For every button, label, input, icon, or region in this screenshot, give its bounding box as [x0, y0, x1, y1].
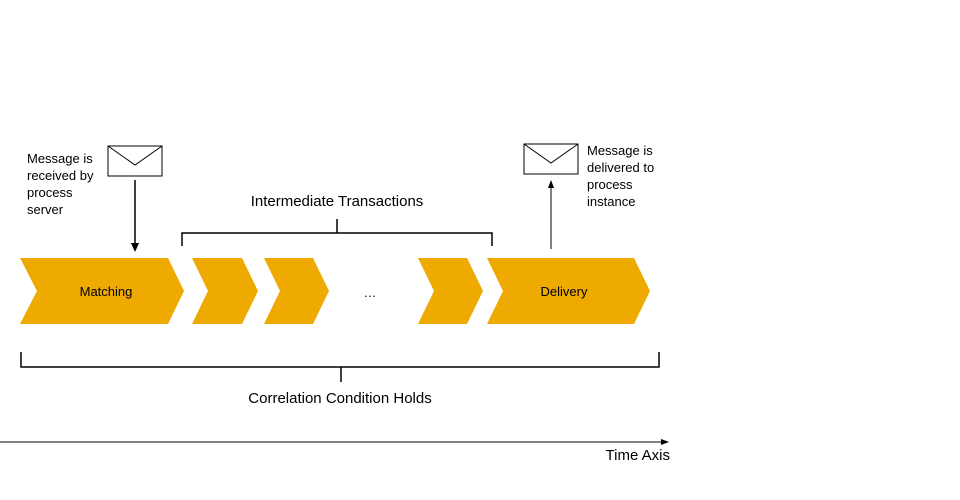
step-delivery-label: Delivery	[540, 284, 588, 299]
chevron-transaction-n	[418, 258, 483, 324]
time-axis-label: Time Axis	[605, 447, 670, 464]
delivered-note: Message is delivered to process instance	[587, 143, 655, 209]
received-note: Message is received by process server	[27, 151, 94, 217]
intermediate-label: Intermediate Transactions	[250, 193, 424, 210]
step-ellipsis-label: …	[363, 285, 377, 300]
envelope-received-icon	[107, 145, 163, 177]
correlation-label: Correlation Condition Holds	[248, 390, 432, 407]
arrow-up-icon	[548, 180, 554, 249]
envelope-delivered-icon	[523, 143, 579, 175]
intermediate-bracket	[181, 219, 493, 246]
step-matching-label: Matching	[79, 284, 133, 299]
arrow-down-icon	[131, 180, 139, 252]
chevron-delivery	[487, 258, 650, 324]
time-axis	[0, 439, 669, 445]
chevron-matching	[20, 258, 184, 324]
process-chevrons	[20, 258, 650, 324]
chevron-transaction-2	[264, 258, 329, 324]
chevron-transaction-1	[192, 258, 258, 324]
correlation-bracket	[20, 352, 660, 382]
